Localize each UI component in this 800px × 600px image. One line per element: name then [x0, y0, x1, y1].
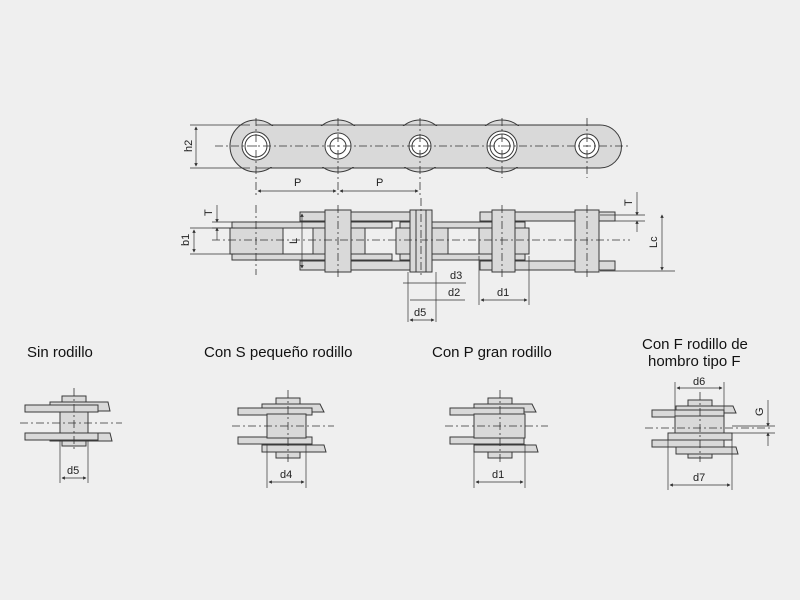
variant-sin-rodillo: Sin rodillo d5: [20, 344, 122, 483]
variant-s-pequeno-rodillo: Con S pequeño rodillo d4: [204, 344, 352, 488]
variant-title-line2: hombro tipo F: [648, 353, 741, 370]
label-d1: d1: [497, 287, 509, 299]
label-d2: d2: [448, 287, 460, 299]
variant-p-gran-rodillo: Con P gran rodillo d1: [432, 344, 552, 488]
label-pitch-2: P: [376, 177, 383, 189]
top-view: h2 P P: [183, 118, 628, 198]
variant-title: Sin rodillo: [27, 344, 93, 361]
label-t-left: T: [203, 209, 215, 216]
variant-title: Con P gran rodillo: [432, 344, 552, 361]
label-b1: b1: [180, 234, 192, 246]
dim-g: G: [754, 407, 766, 416]
dim-d1: d1: [492, 469, 504, 481]
label-d5: d5: [414, 307, 426, 319]
variant-f-rodillo-hombro: Con F rodillo de hombro tipo F d6 d7 G: [642, 336, 775, 490]
dim-d5: d5: [67, 465, 79, 477]
label-l: L: [288, 238, 300, 244]
label-h2: h2: [183, 140, 195, 152]
dim-d7: d7: [693, 472, 705, 484]
label-pitch-1: P: [294, 177, 301, 189]
dim-d4: d4: [280, 469, 292, 481]
variant-title: Con S pequeño rodillo: [204, 344, 352, 361]
label-lc: Lc: [648, 236, 660, 248]
label-t-right: T: [623, 199, 635, 206]
variant-title-line1: Con F rodillo de: [642, 336, 748, 353]
dim-d6: d6: [693, 376, 705, 388]
label-d3: d3: [450, 270, 462, 282]
side-view: T b1 L T Lc d3 d2 d5 d1: [180, 192, 675, 322]
